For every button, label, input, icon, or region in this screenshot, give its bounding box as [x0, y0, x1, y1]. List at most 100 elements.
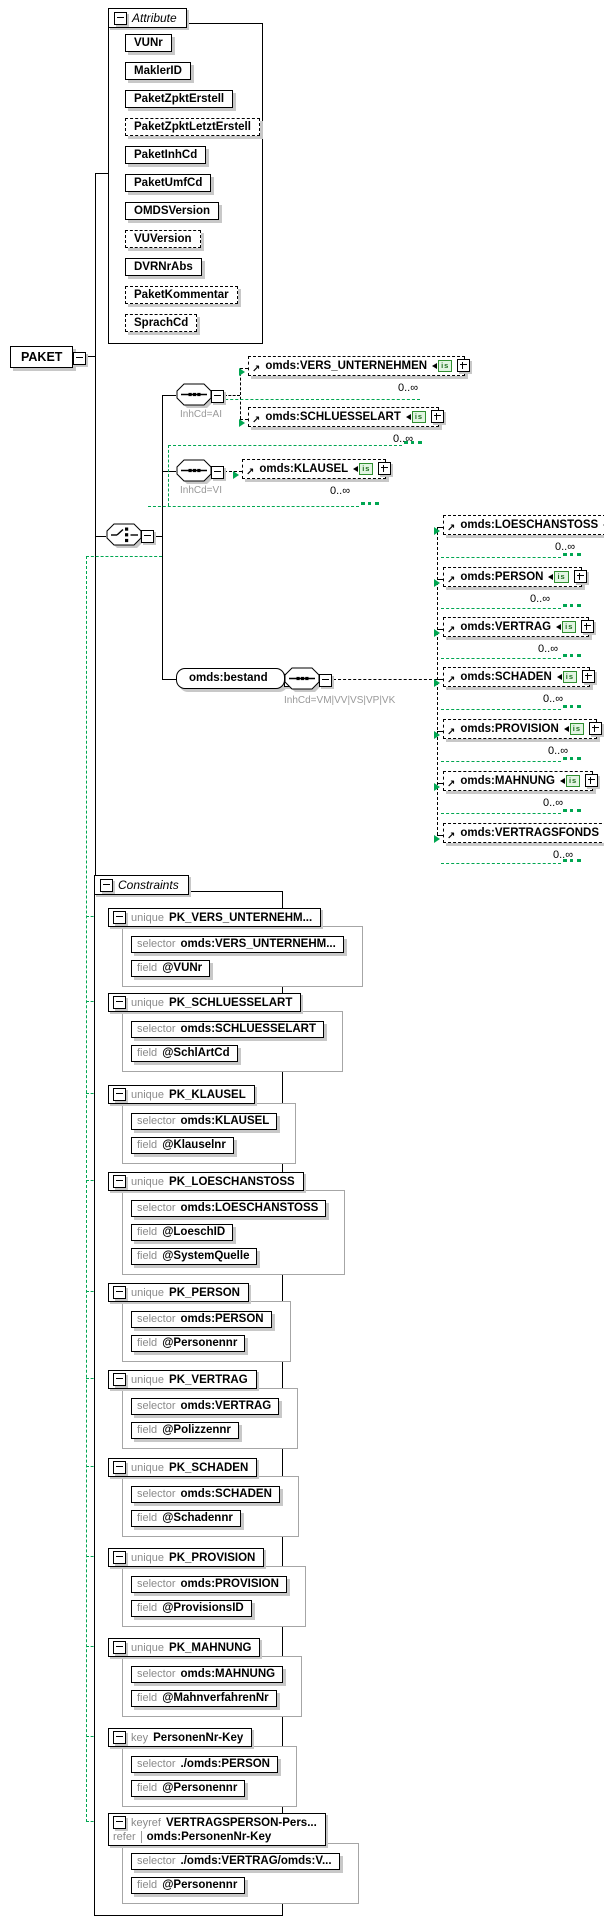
- collapse-icon[interactable]: [113, 1731, 126, 1744]
- constraint-field[interactable]: field@MahnverfahrenNr: [131, 1690, 277, 1707]
- collapse-icon[interactable]: [319, 673, 332, 687]
- collapse-icon[interactable]: [211, 389, 224, 403]
- collapse-icon[interactable]: [113, 996, 126, 1009]
- collapse-icon[interactable]: [73, 352, 87, 365]
- constraint-field[interactable]: field@Polizzennr: [131, 1422, 239, 1439]
- constraint-header[interactable]: unique PK_SCHADEN: [108, 1458, 258, 1477]
- attribute-maklerid[interactable]: MaklerID: [125, 62, 191, 80]
- selector-value: omds:VERS_UNTERNEHM...: [180, 938, 336, 950]
- constraint-field[interactable]: field@VUNr: [131, 960, 211, 977]
- constraint-field[interactable]: field@SystemQuelle: [131, 1248, 258, 1265]
- collapse-icon[interactable]: [113, 1461, 126, 1474]
- constraint-header[interactable]: keyref VERTRAGSPERSON-Pers... refer omds…: [108, 1813, 326, 1846]
- element-omds-bestand[interactable]: omds:bestand: [176, 668, 297, 689]
- expand-plus-icon[interactable]: [431, 410, 445, 423]
- constraint-header[interactable]: unique PK_SCHLUESSELART: [108, 993, 302, 1012]
- collapse-icon[interactable]: [211, 465, 224, 479]
- constraint-header[interactable]: unique PK_LOESCHANSTOSS: [108, 1172, 304, 1191]
- attribute-vunr[interactable]: VUNr: [125, 34, 172, 52]
- element-omds-provision[interactable]: omds:PROVISION is 0..∞: [434, 719, 603, 757]
- selector-value: omds:PERSON: [180, 1313, 264, 1325]
- expand-plus-icon[interactable]: [457, 359, 471, 372]
- constraint-field[interactable]: field@ProvisionsID: [131, 1600, 252, 1617]
- constraint-field[interactable]: field@Klauselnr: [131, 1137, 234, 1154]
- region-guide-line: [441, 709, 561, 710]
- constraint-field[interactable]: field@Personennr: [131, 1780, 246, 1797]
- attributes-panel-header[interactable]: Attribute: [108, 8, 187, 28]
- attributes-panel: VUNr MaklerID PaketZpktErstell PaketZpkt…: [108, 23, 263, 344]
- element-omds-mahnung[interactable]: omds:MAHNUNG is 0..∞: [434, 771, 599, 809]
- attribute-omdsversion[interactable]: OMDSVersion: [125, 202, 220, 220]
- connector-line: [95, 536, 106, 537]
- attribute-dvrnrabs[interactable]: DVRNrAbs: [125, 258, 202, 276]
- constraint-field[interactable]: field@Schadennr: [131, 1510, 241, 1527]
- element-omds-schluesselart[interactable]: omds:SCHLUESSELART is 0..∞: [239, 407, 445, 445]
- selector-label: selector: [137, 1115, 176, 1127]
- constraint-header[interactable]: unique PK_KLAUSEL: [108, 1085, 255, 1104]
- constraint-header[interactable]: unique PK_VERTRAG: [108, 1370, 257, 1389]
- region-guide-dots: [563, 859, 581, 862]
- collapse-icon[interactable]: [100, 878, 113, 892]
- expand-plus-icon[interactable]: [582, 670, 596, 683]
- element-omds-vertragsfonds[interactable]: omds:VERTRAGSFONDS 0..∞: [434, 823, 604, 861]
- constraints-panel-header[interactable]: Constraints: [94, 875, 189, 895]
- collapse-icon[interactable]: [113, 1373, 126, 1386]
- constraint-header[interactable]: unique PK_PROVISION: [108, 1548, 265, 1567]
- attribute-paketumfcd[interactable]: PaketUmfCd: [125, 174, 212, 192]
- sequence-icon[interactable]: InhCd=VI: [176, 458, 224, 496]
- element-omds-vers-unternehmen[interactable]: omds:VERS_UNTERNEHMEN is 0..∞: [239, 356, 471, 394]
- choice-icon[interactable]: [106, 522, 154, 550]
- attribute-paketzpktletzterstell[interactable]: PaketZpktLetztErstell: [125, 118, 260, 136]
- constraint-field[interactable]: field@Personennr: [131, 1877, 246, 1894]
- constraint-selector[interactable]: selector./omds:PERSON: [131, 1756, 278, 1773]
- element-omds-person[interactable]: omds:PERSON is 0..∞: [434, 567, 587, 605]
- attribute-vuversion[interactable]: VUVersion: [125, 230, 201, 248]
- element-omds-loeschanstoss[interactable]: omds:LOESCHANSTOSS is 0..∞: [434, 515, 604, 553]
- collapse-icon[interactable]: [141, 529, 154, 543]
- constraint-header[interactable]: unique PK_MAHNUNG: [108, 1638, 261, 1657]
- collapse-icon[interactable]: [113, 1088, 126, 1101]
- constraint-header[interactable]: key PersonenNr-Key: [108, 1728, 253, 1747]
- constraint-field[interactable]: field@LoeschID: [131, 1224, 234, 1241]
- constraint-field[interactable]: field@SchlArtCd: [131, 1045, 238, 1062]
- attribute-paketzpkterstell[interactable]: PaketZpktErstell: [125, 90, 234, 108]
- attribute-paketinhcd[interactable]: PaketInhCd: [125, 146, 207, 164]
- collapse-icon[interactable]: [113, 911, 126, 924]
- element-omds-schaden[interactable]: omds:SCHADEN is 0..∞: [434, 667, 596, 705]
- collapse-icon[interactable]: [113, 1816, 126, 1829]
- collapse-icon[interactable]: [113, 1286, 126, 1299]
- collapse-icon[interactable]: [114, 11, 127, 25]
- collapse-icon[interactable]: [113, 1551, 126, 1564]
- element-paket[interactable]: PAKET: [10, 346, 87, 368]
- expand-plus-icon[interactable]: [573, 570, 587, 583]
- collapse-icon[interactable]: [113, 1641, 126, 1654]
- expand-plus-icon[interactable]: [589, 722, 603, 735]
- sequence-icon[interactable]: InhCd=AI: [176, 382, 224, 420]
- expand-plus-icon[interactable]: [378, 462, 392, 475]
- sequence-icon[interactable]: InhCd=VM|VV|VS|VP|VK: [284, 666, 395, 706]
- attribute-paketkommentar[interactable]: PaketKommentar: [125, 286, 238, 304]
- constraint-field[interactable]: field@Personennr: [131, 1335, 246, 1352]
- constraint-kind: unique: [131, 1461, 165, 1474]
- constraint-header[interactable]: unique PK_VERS_UNTERNEHM...: [108, 908, 322, 927]
- element-omds-klausel[interactable]: omds:KLAUSEL is 0..∞: [233, 459, 392, 497]
- attribute-sprachcd[interactable]: SprachCd: [125, 314, 198, 332]
- expand-plus-icon[interactable]: [581, 620, 595, 633]
- constraint-header[interactable]: unique PK_PERSON: [108, 1283, 249, 1302]
- collapse-icon[interactable]: [113, 1175, 126, 1188]
- constraint-kind: unique: [131, 1373, 165, 1386]
- expand-plus-icon[interactable]: [585, 774, 599, 787]
- constraint-selector[interactable]: selector./omds:VERTRAG/omds:V...: [131, 1853, 340, 1870]
- constraint-name: PK_PERSON: [169, 1286, 240, 1299]
- element-omds-vertrag[interactable]: omds:VERTRAG is 0..∞: [434, 617, 595, 655]
